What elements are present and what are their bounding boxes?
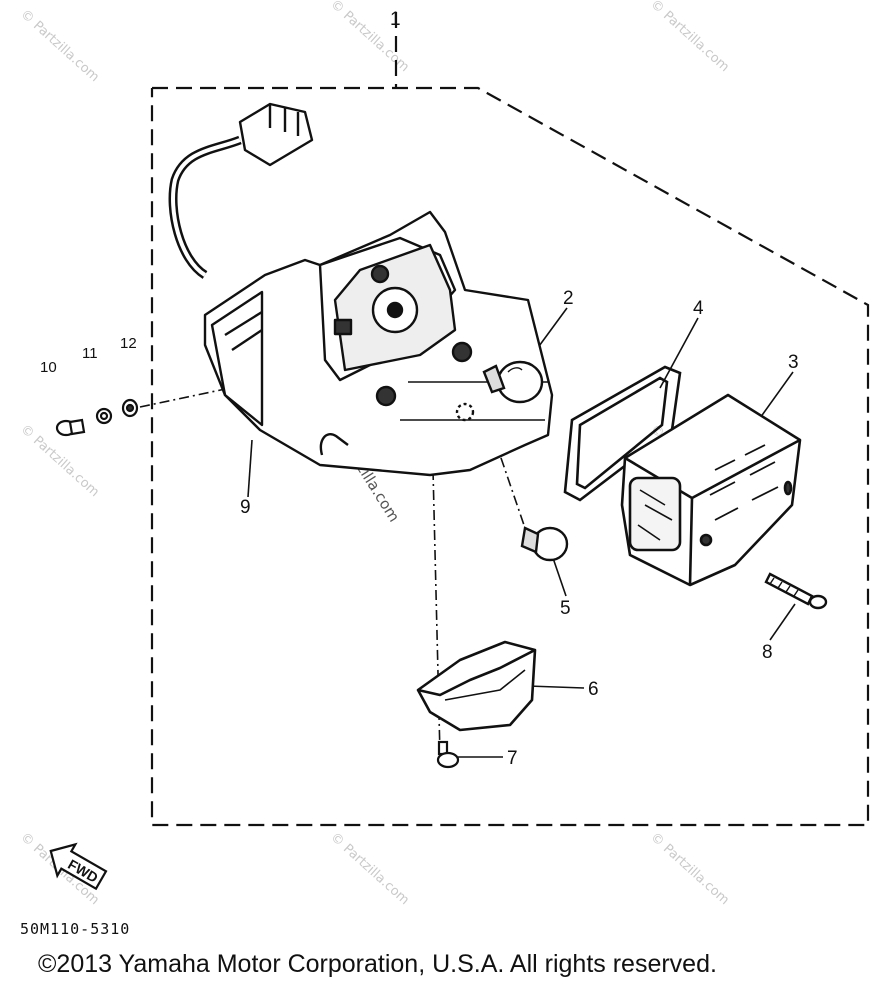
bulb-5 — [520, 526, 569, 562]
fwd-arrow-icon: FWD — [49, 842, 108, 891]
callout-5: 5 — [560, 598, 571, 619]
callout-7: 7 — [507, 748, 518, 769]
lens-3 — [620, 393, 802, 587]
assembly-boundary — [150, 12, 870, 827]
tail-light-housing — [168, 102, 554, 477]
license-lens-6 — [416, 640, 537, 732]
watermark-text: © Partzilla.com — [647, 0, 732, 75]
watermark-text: © Partzilla.com — [327, 830, 412, 908]
watermark-text: © Partzilla.com — [647, 830, 732, 908]
watermark-text: © Partzilla.com — [17, 7, 102, 85]
callout-9: 9 — [240, 497, 251, 518]
callout-12: 12 — [120, 335, 137, 352]
callout-10: 10 — [40, 359, 57, 376]
callout-3: 3 — [788, 352, 799, 373]
screw-7 — [436, 740, 460, 769]
screw-8 — [764, 572, 828, 610]
callout-4: 4 — [693, 298, 704, 319]
callout-2: 2 — [563, 288, 574, 309]
hardware-10-11-12 — [55, 398, 139, 437]
callout-1: 1 — [390, 9, 401, 30]
copyright-text: ©2013 Yamaha Motor Corporation, U.S.A. A… — [38, 950, 717, 978]
diagram-code: 50M110-5310 — [20, 920, 130, 938]
callout-numbers: 1 2 3 4 5 6 7 8 9 10 11 12 — [40, 9, 799, 769]
callout-6: 6 — [588, 679, 599, 700]
callout-8: 8 — [762, 642, 773, 663]
callout-11: 11 — [82, 345, 98, 362]
bulb-2 — [482, 360, 544, 404]
